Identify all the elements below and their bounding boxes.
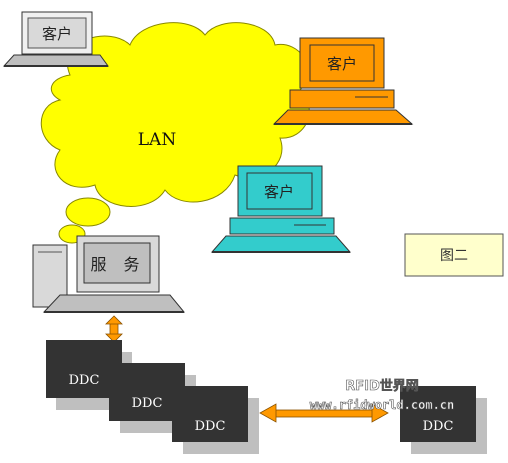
- client-3-label: 客户: [264, 183, 294, 201]
- ddc-link-arrow: [259, 403, 389, 423]
- ddc-4-label: DDC: [423, 419, 454, 434]
- figure-label: 图二: [440, 248, 468, 264]
- lan-cloud: LAN: [40, 22, 310, 244]
- server-computer: 服 务: [32, 235, 186, 313]
- client-2-label: 客户: [327, 55, 357, 73]
- server-label: 服 务: [90, 255, 145, 274]
- lan-label: LAN: [138, 130, 177, 150]
- client-computer-3: 客户: [210, 165, 352, 253]
- client-computer-1: 客户: [2, 11, 109, 67]
- ddc-unit-4: DDC: [400, 386, 487, 454]
- watermark-line-1: RFID世界网: [345, 378, 419, 394]
- ddc-3-label: DDC: [195, 419, 226, 434]
- figure-label-box: 图二: [404, 233, 504, 277]
- ddc-1-label: DDC: [69, 373, 100, 388]
- watermark: RFID世界网 www.rfidworld.com.cn: [309, 378, 455, 413]
- server-ddc-arrow: [105, 315, 123, 343]
- watermark-line-2: www.rfidworld.com.cn: [310, 398, 455, 412]
- client-computer-2: 客户: [272, 37, 414, 125]
- client-1-label: 客户: [42, 25, 72, 43]
- ddc-2-label: DDC: [132, 396, 163, 411]
- ddc-unit-3: DDC: [172, 386, 259, 454]
